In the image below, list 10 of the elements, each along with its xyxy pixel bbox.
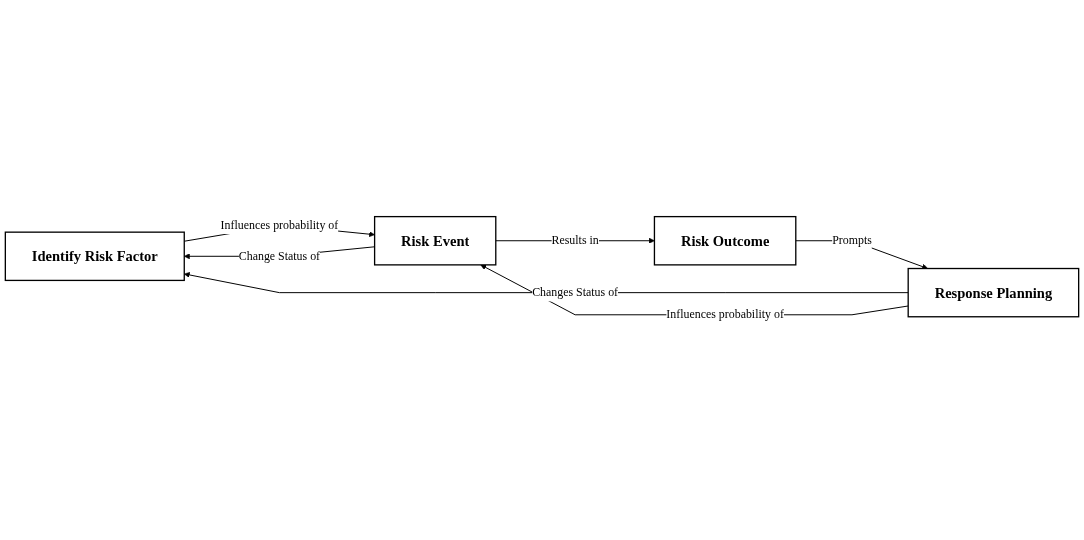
edge-label: Prompts (832, 233, 872, 248)
edge-label: Influences probability of (666, 307, 784, 322)
edge-label: Change Status of (238, 249, 321, 263)
node-box: Identify Risk Factor (4, 231, 185, 282)
edge-label: Changes Status of (532, 285, 619, 299)
node-box: Risk Outcome (653, 215, 797, 266)
node-box: Response Planning (907, 267, 1080, 318)
edge-label: Influences probability of (220, 218, 339, 232)
edge-label: Results in (551, 233, 599, 248)
node-box: Risk Event (373, 215, 497, 266)
